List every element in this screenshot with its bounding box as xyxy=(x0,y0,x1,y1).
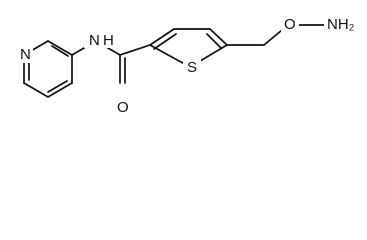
carbonyl-oxygen-label: O xyxy=(117,99,129,116)
bond-thiophene-c4-c5 xyxy=(209,28,228,46)
bond-thiophene-c2-c3-double xyxy=(153,33,177,50)
bond-thiophene-c4-c5-double xyxy=(206,33,222,49)
ether-oxygen-label: O xyxy=(284,16,296,33)
pyridine-n-background xyxy=(17,47,33,63)
bond-thiophene-c2-c3 xyxy=(149,28,175,46)
bonds xyxy=(23,24,326,98)
bond-pyridine-c4-c5-double xyxy=(47,80,68,93)
atoms: N N H O S O NH₂ xyxy=(17,16,360,117)
terminal-amine-label: NH₂ xyxy=(327,16,355,33)
amine-background xyxy=(324,16,360,34)
carbonyl-o-background xyxy=(113,99,131,117)
bond-pyridine-c2-c3 xyxy=(47,40,73,56)
amide-hydrogen-label: H xyxy=(103,32,114,49)
thiophene-s-background xyxy=(183,59,201,77)
pyridine-nitrogen-label: N xyxy=(20,46,31,63)
amide-nh-background xyxy=(84,31,117,48)
bond-pyridine-c2-c3-double xyxy=(51,45,69,57)
thiophene-sulfur-label: S xyxy=(187,59,197,76)
bond-pyridine-c4-c5 xyxy=(47,82,73,98)
chemical-structure-diagram: N N H O S O NH₂ xyxy=(17,15,360,117)
amide-nitrogen-label: N xyxy=(89,32,100,49)
bond-carbonyl-thiophene xyxy=(119,44,151,56)
ether-o-background xyxy=(281,16,299,34)
bond-pyridine-c5-c6 xyxy=(23,82,49,98)
